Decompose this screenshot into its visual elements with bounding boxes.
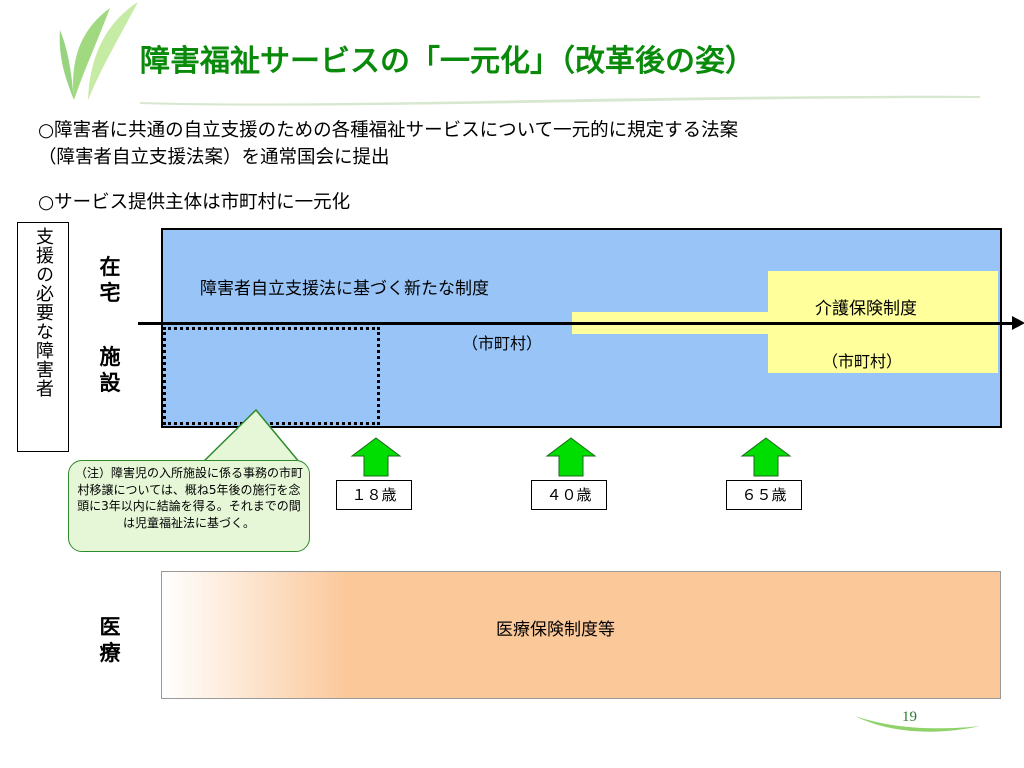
care-insurance-sub: （市町村） <box>822 352 903 371</box>
bullet-line-1: ○障害者に共通の自立支援のための各種福祉サービスについて一元的に規定する法案 <box>38 120 739 141</box>
page-title: 障害福祉サービスの「一元化」（改革後の姿） <box>140 44 755 79</box>
medical-insurance-region <box>161 571 1001 699</box>
medical-insurance-label: 医療保険制度等 <box>496 620 615 640</box>
page-number: 19 <box>902 709 917 725</box>
title-underline <box>140 95 980 106</box>
new-system-label: 障害者自立支援法に基づく新たな制度 <box>200 279 489 299</box>
note-callout-pointer <box>200 408 302 464</box>
age-40-box: ４０歳 <box>531 480 607 510</box>
age-65-box: ６５歳 <box>726 480 802 510</box>
new-system-sub: （市町村） <box>462 334 543 353</box>
age-18-box: １８歳 <box>336 480 412 510</box>
side-box-label: 支援の必要な障害者 <box>33 227 54 398</box>
note-callout: （注）障害児の入所施設に係る事務の市町村移譲については、概ね5年後の施行を念頭に… <box>68 460 310 552</box>
care-insurance-label: 介護保険制度 <box>815 299 917 319</box>
bullet-line-3: ○サービス提供主体は市町村に一元化 <box>38 192 351 213</box>
age-18-arrow-icon <box>350 437 402 477</box>
age-40-arrow-icon <box>545 437 597 477</box>
age-65-arrow-icon <box>740 437 792 477</box>
footer-swoosh-icon <box>855 716 980 732</box>
child-facility-dotted-region <box>163 327 380 425</box>
facility-label: 施設 <box>99 345 121 395</box>
side-box: 支援の必要な障害者 <box>17 222 69 452</box>
home-label: 在宅 <box>99 255 121 305</box>
timeline-arrowhead-icon <box>1012 316 1024 330</box>
timeline-arrow <box>138 322 1014 325</box>
medical-label: 医療 <box>99 615 121 665</box>
leaf-logo-icon <box>59 2 138 100</box>
bullet-line-2: （障害者自立支援法案）を通常国会に提出 <box>38 147 390 168</box>
